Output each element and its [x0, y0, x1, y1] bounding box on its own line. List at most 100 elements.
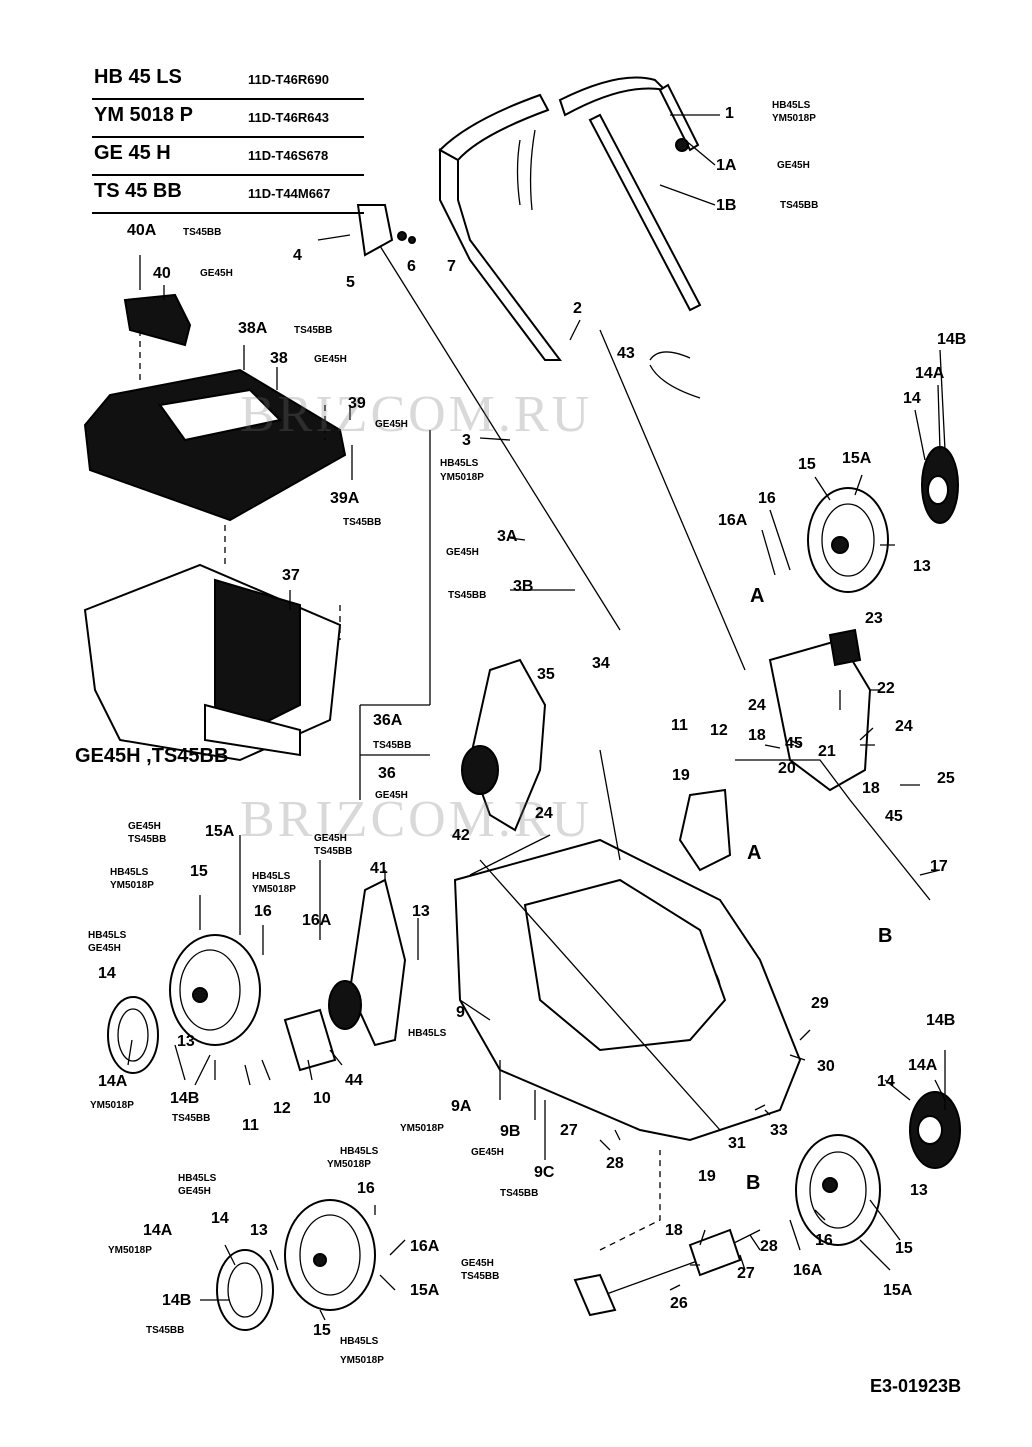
callout-24: 24 [895, 718, 913, 735]
callout-13: 13 [910, 1182, 928, 1199]
callout-45: 45 [885, 808, 903, 825]
model-name: HB 45 LS [94, 66, 182, 88]
axle-plate-10 [283, 1008, 337, 1072]
variant-tag: YM5018P [400, 1123, 444, 1134]
callout-3A: 3A [497, 528, 518, 545]
deck-edge [469, 834, 721, 1131]
variant-tag: GE45H [375, 790, 408, 801]
rear-axle-17 [735, 759, 931, 901]
callout-13: 13 [913, 558, 931, 575]
watermark: BRIZCOM.RU [240, 386, 593, 443]
watermark: BRIZCOM.RU [240, 791, 593, 848]
variant-tag: GE45H [471, 1147, 504, 1158]
callout-16: 16 [758, 490, 776, 507]
callout-10: 10 [313, 1090, 331, 1107]
callout-22: 22 [877, 680, 895, 697]
callout-38A: 38A [238, 320, 268, 337]
bag-window [158, 388, 283, 442]
model-code: 11D-T46R690 [248, 72, 329, 87]
callout-36A: 36A [373, 712, 403, 729]
callout-18: 18 [665, 1222, 683, 1239]
callout-18: 18 [862, 780, 880, 797]
bracket-24 [599, 749, 621, 861]
variant-tag: TS45BB [780, 200, 819, 211]
catcher-handle [204, 703, 301, 757]
callout-9: 9 [456, 1004, 465, 1021]
cable-3 [369, 229, 621, 631]
callout-14: 14 [98, 965, 116, 982]
callout-13: 13 [412, 903, 430, 920]
callout-31: 31 [728, 1135, 746, 1152]
variant-tag: GE45H [128, 821, 161, 832]
callout-42: 42 [452, 827, 470, 844]
variant-tag: TS45BB [146, 1325, 185, 1336]
ref-B: B [878, 925, 893, 947]
callout-29: 29 [811, 995, 829, 1012]
callout-3B: 3B [513, 578, 534, 595]
variant-tag: TS45BB [172, 1113, 211, 1124]
callout-15A: 15A [410, 1282, 440, 1299]
callout-21: 21 [818, 743, 836, 760]
catcher-label: GE45H ,TS45BB [75, 745, 229, 767]
callout-33: 33 [770, 1122, 788, 1139]
wheel-left-bottom [216, 1199, 376, 1331]
callout-13: 13 [250, 1222, 268, 1239]
callout-30: 30 [817, 1058, 835, 1075]
callout-14B: 14B [162, 1292, 192, 1309]
callout-40: 40 [153, 265, 171, 282]
lower-handle-left [439, 148, 562, 361]
callout-16A: 16A [302, 912, 332, 929]
variant-tag: HB45LS [772, 100, 811, 111]
callout-12: 12 [710, 722, 728, 739]
bracket-27 [688, 1228, 742, 1277]
variant-tag: HB45LS [340, 1336, 379, 1347]
variant-tag: YM5018P [327, 1159, 371, 1170]
callout-16: 16 [254, 903, 272, 920]
callout-28: 28 [760, 1238, 778, 1255]
callout-24: 24 [535, 805, 553, 822]
callout-14: 14 [211, 1210, 229, 1227]
callout-36: 36 [378, 765, 396, 782]
callout-38: 38 [270, 350, 288, 367]
callout-16A: 16A [793, 1262, 823, 1279]
callout-12: 12 [273, 1100, 291, 1117]
callout-7: 7 [447, 258, 456, 275]
callout-17: 17 [930, 858, 948, 875]
callout-4: 4 [293, 247, 302, 264]
callout-41: 41 [370, 860, 388, 877]
callout-1B: 1B [716, 197, 737, 214]
variant-tag: GE45H [461, 1258, 494, 1269]
callout-14: 14 [877, 1073, 895, 1090]
model-row: TS 45 BB 11D-T44M667 [92, 176, 364, 214]
callout-24: 24 [748, 697, 766, 714]
callout-16A: 16A [718, 512, 748, 529]
callout-1: 1 [725, 105, 734, 122]
callout-28: 28 [606, 1155, 624, 1172]
callout-16: 16 [357, 1180, 375, 1197]
wheel-right-bottom [795, 1091, 961, 1246]
switch-knob-1A [675, 138, 689, 152]
callout-34: 34 [592, 655, 610, 672]
variant-tag: YM5018P [110, 880, 154, 891]
callout-20: 20 [778, 760, 796, 777]
variant-tag: YM5018P [90, 1100, 134, 1111]
model-name: GE 45 H [94, 142, 171, 164]
callout-39A: 39A [330, 490, 360, 507]
callout-14A: 14A [143, 1222, 173, 1239]
model-name: TS 45 BB [94, 180, 182, 202]
callout-23: 23 [865, 610, 883, 627]
callout-37: 37 [282, 567, 300, 584]
callout-14A: 14A [98, 1073, 128, 1090]
callout-1A: 1A [716, 157, 737, 174]
callout-15: 15 [798, 456, 816, 473]
variant-tag: GE45H [88, 943, 121, 954]
callout-11: 11 [242, 1117, 259, 1134]
variant-tag: HB45LS [88, 930, 127, 941]
variant-tag: HB45LS [440, 458, 479, 469]
model-code: 11D-T44M667 [248, 186, 331, 201]
handle-switch [658, 83, 700, 152]
callout-15: 15 [895, 1240, 913, 1257]
handle-rod-2 [599, 329, 746, 671]
